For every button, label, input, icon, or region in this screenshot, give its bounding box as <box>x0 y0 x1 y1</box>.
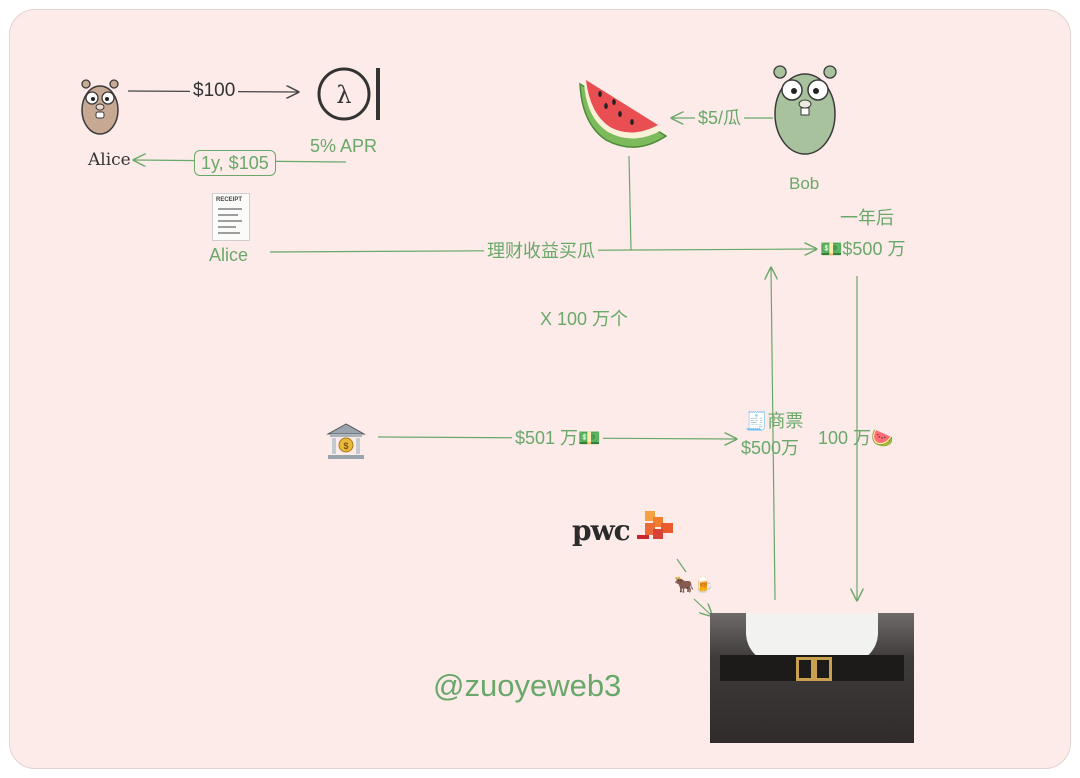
watermelon-count-label: 100 万🍉 <box>818 428 894 448</box>
gopher-alice-icon <box>81 79 119 135</box>
watermelon-icon <box>579 80 668 148</box>
watermelon-drop-line <box>628 155 632 251</box>
lambda-protocol-icon: λ <box>317 67 380 121</box>
pwc-small-line <box>676 558 687 573</box>
commercial-paper-amount: $500万 <box>741 438 800 458</box>
return-label-box: 1y, $105 <box>194 150 276 176</box>
deposit-amount-label: $100 <box>190 81 239 100</box>
multiplier-label: X 100 万个 <box>540 309 629 329</box>
commercial-paper-label: 🧾商票 <box>745 411 804 431</box>
alice-name-label: Alice <box>88 150 131 170</box>
belt-photo <box>710 613 914 743</box>
bank-icon: $ <box>326 423 366 459</box>
gopher-bob-icon <box>773 65 837 155</box>
pwc-gift-arrow <box>693 598 712 616</box>
price-label: $5/瓜 <box>695 109 745 127</box>
receipt-icon: RECEIPT <box>212 193 250 241</box>
bob-amount-label: 💵$500 万 <box>820 239 906 259</box>
bank-amount-label: $501 万💵 <box>512 429 604 447</box>
flow-label: 理财收益买瓜 <box>484 242 598 260</box>
receipt-alice-label: Alice <box>209 245 249 265</box>
apr-label: 5% APR <box>310 136 378 156</box>
pwc-gift-label: 🐂🍺 <box>674 577 714 594</box>
svg-text:$: $ <box>343 441 348 451</box>
pwc-logo-blocks <box>637 511 673 539</box>
paper-up-arrow <box>771 268 775 601</box>
watermark: @zuoyeweb3 <box>433 668 622 703</box>
one-year-later-label: 一年后 <box>840 208 894 228</box>
svg-text:λ: λ <box>336 81 351 109</box>
pwc-logo: pwc <box>572 514 631 547</box>
receipt-icon-text: RECEIPT <box>216 197 243 203</box>
bob-label: Bob <box>789 174 820 193</box>
